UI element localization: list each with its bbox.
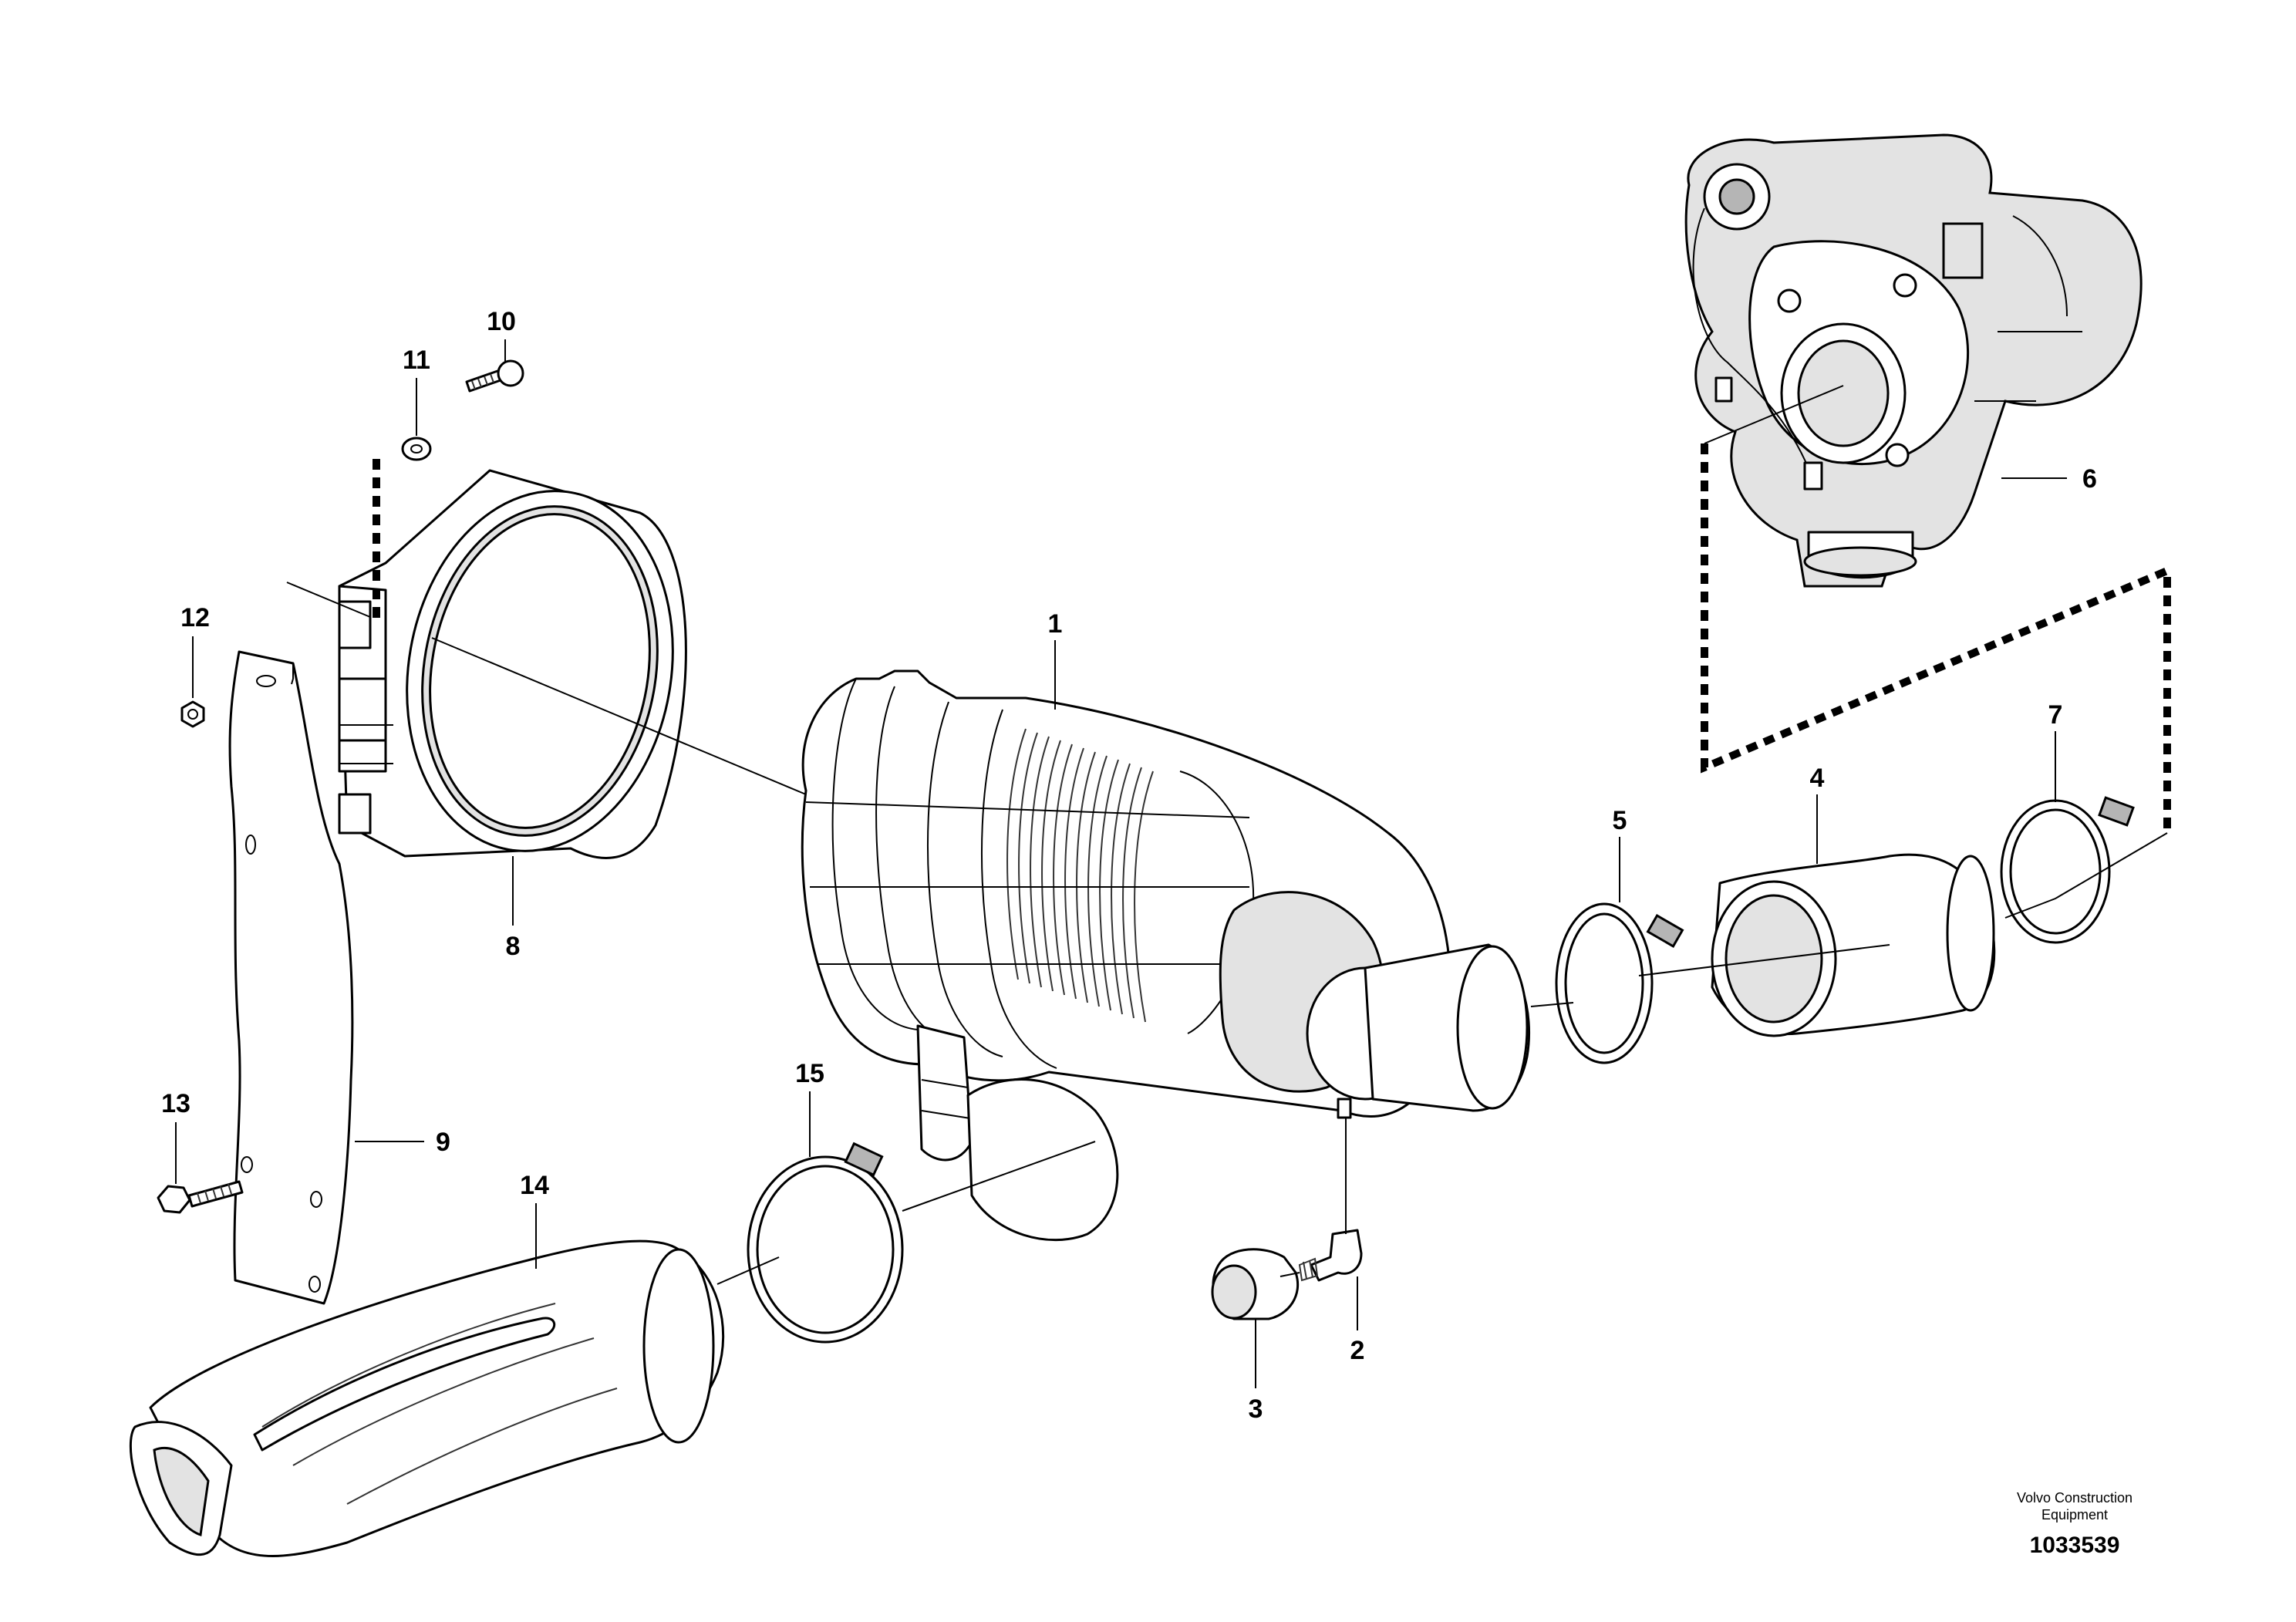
callout-14: 14 <box>520 1171 549 1200</box>
part-3-cap <box>1211 1248 1300 1320</box>
part-15-hose-clamp <box>747 1141 904 1344</box>
callout-10: 10 <box>487 307 516 336</box>
part-7-hose-clamp <box>2000 796 2135 944</box>
part-6-turbocharger <box>1684 133 2143 588</box>
callout-3: 3 <box>1249 1394 1263 1424</box>
callout-13: 13 <box>161 1089 190 1118</box>
turbo-connection-line <box>1701 443 2171 833</box>
credit-line-1: Volvo Construction <box>2017 1490 2132 1506</box>
part-14-intake-duct <box>129 1239 725 1557</box>
part-13-screw <box>157 1180 244 1214</box>
part-4-hose <box>1711 853 1996 1037</box>
callout-6: 6 <box>2082 464 2097 494</box>
callout-7: 7 <box>2048 700 2063 730</box>
part-2-elbow-fitting <box>1298 1229 1363 1282</box>
callout-5: 5 <box>1613 806 1627 835</box>
part-8-mounting-band <box>338 469 687 859</box>
callout-11: 11 <box>403 346 430 375</box>
credit-line-2: Equipment <box>2041 1507 2108 1523</box>
callout-15: 15 <box>795 1059 824 1088</box>
callout-labels: 1 2 3 4 5 6 7 8 9 10 11 12 13 14 15 <box>161 307 2097 1424</box>
callout-leaders <box>175 339 2067 1388</box>
part-1-air-filter <box>801 669 1530 1242</box>
callout-9: 9 <box>436 1128 450 1157</box>
callout-8: 8 <box>506 932 521 961</box>
part-10-screw <box>465 359 524 393</box>
assembly-lines <box>286 385 2168 1285</box>
part-11-washer <box>401 437 432 461</box>
drawing-number: 1033539 <box>2030 1533 2120 1558</box>
callout-1: 1 <box>1048 609 1063 639</box>
callout-12: 12 <box>180 603 210 632</box>
part-5-hose-clamp <box>1555 902 1684 1064</box>
callout-2: 2 <box>1350 1336 1365 1365</box>
part-12-nut <box>180 700 205 728</box>
part-9-bracket <box>228 650 354 1305</box>
callout-4: 4 <box>1810 764 1825 793</box>
